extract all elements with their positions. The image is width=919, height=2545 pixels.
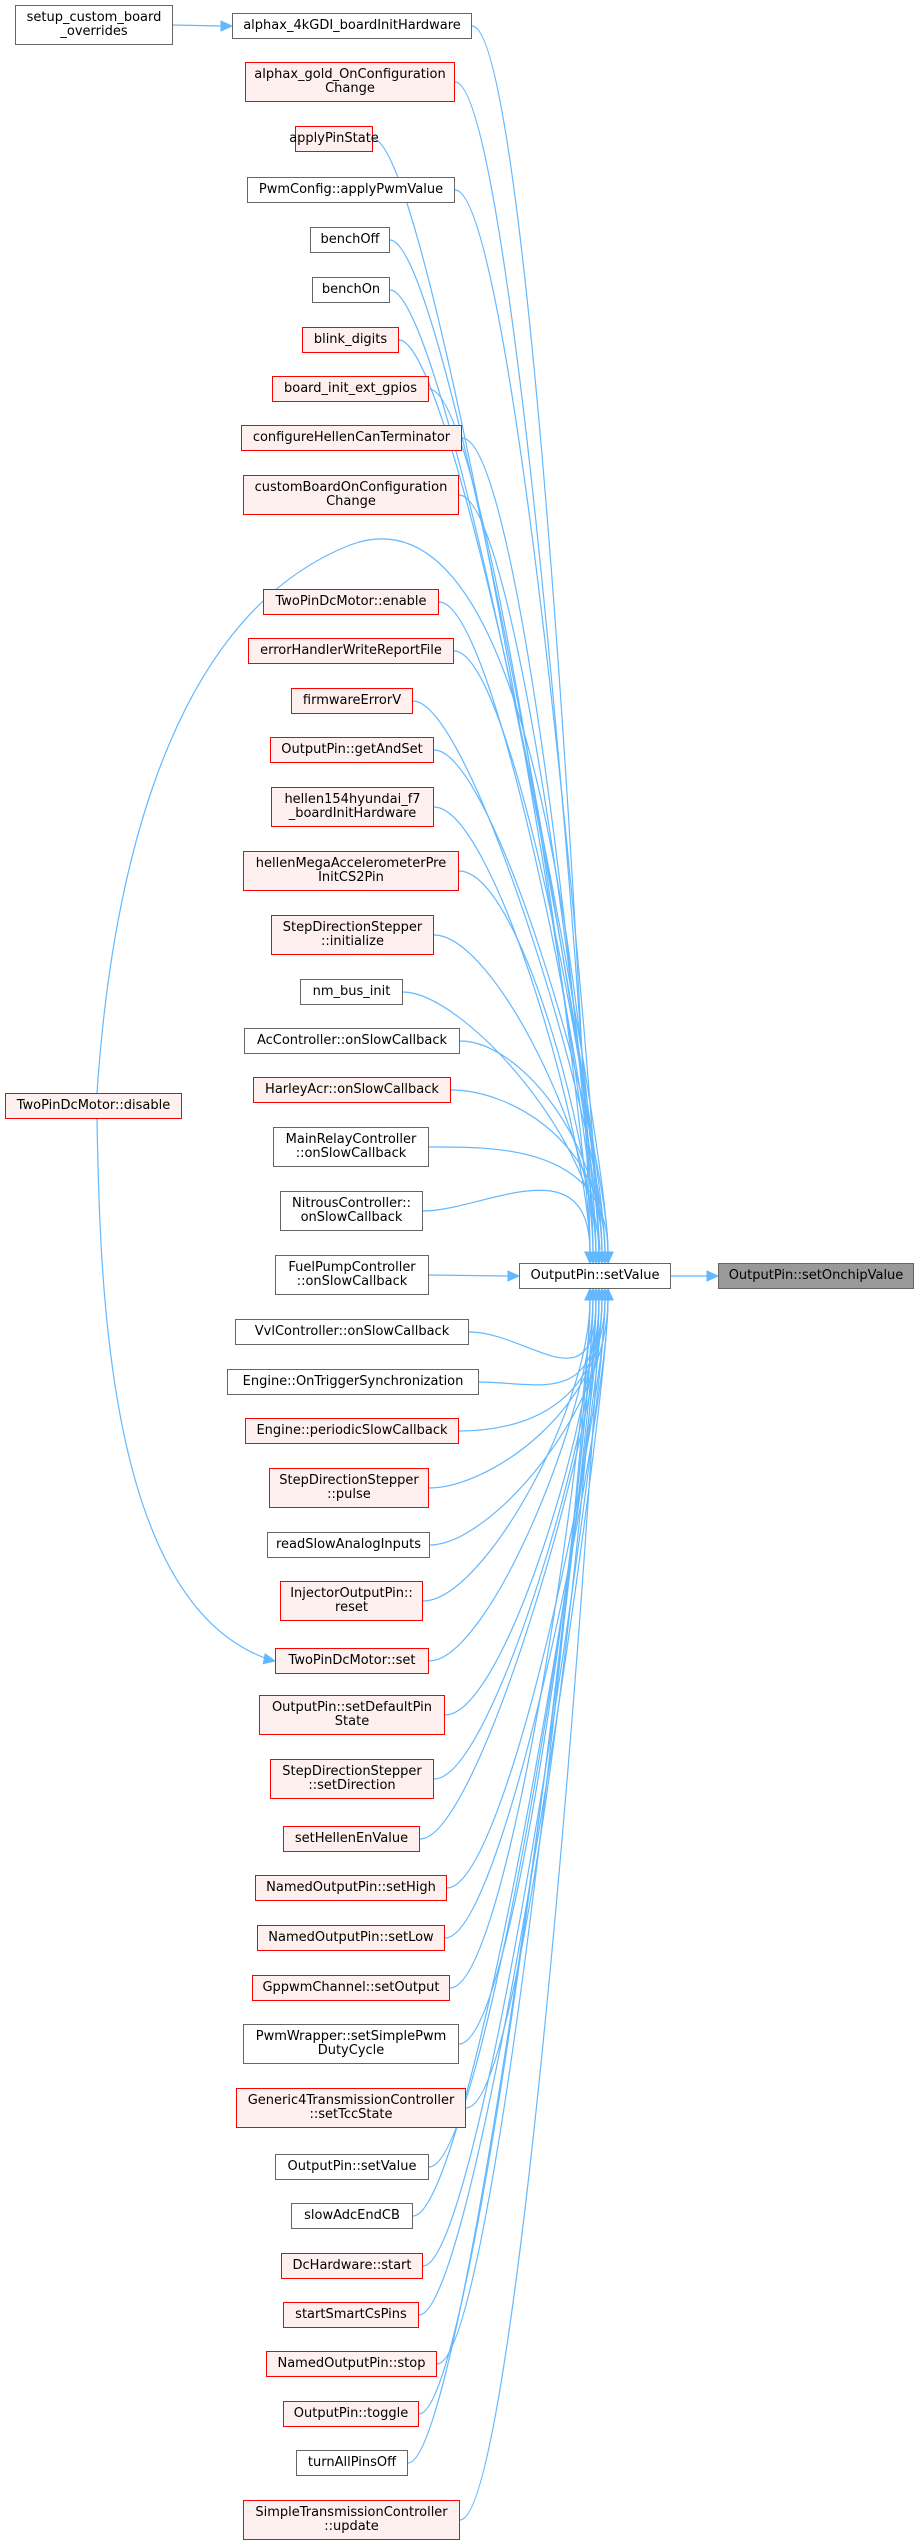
- caller-node[interactable]: alphax_gold_OnConfiguration Change: [245, 62, 455, 102]
- caller-node[interactable]: turnAllPinsOff: [296, 2450, 408, 2476]
- node-outputpin-setvalue-center[interactable]: OutputPin::setValue: [519, 1263, 671, 1289]
- caller-node[interactable]: board_init_ext_gpios: [272, 376, 429, 402]
- node-outputpin-setonchipvalue-target[interactable]: OutputPin::setOnchipValue: [718, 1263, 914, 1289]
- caller-node[interactable]: HarleyAcr::onSlowCallback: [253, 1077, 451, 1103]
- caller-edge: [458, 870, 594, 1254]
- caller-node[interactable]: OutputPin::setValue: [275, 2154, 429, 2180]
- caller-node[interactable]: StepDirectionStepper ::setDirection: [270, 1759, 434, 1799]
- caller-node[interactable]: NitrousController:: onSlowCallback: [280, 1191, 423, 1231]
- caller-node[interactable]: TwoPinDcMotor::enable: [263, 589, 439, 615]
- caller-edge: [450, 1089, 606, 1254]
- caller-edge: [461, 437, 594, 1254]
- caller-node[interactable]: StepDirectionStepper ::initialize: [271, 915, 434, 955]
- caller-edge: [465, 1298, 597, 2109]
- caller-edge: [459, 1298, 600, 2521]
- caller-edge: [428, 1146, 609, 1254]
- caller-node[interactable]: AcController::onSlowCallback: [244, 1028, 460, 1054]
- caller-edge: [428, 1298, 594, 1662]
- caller-node[interactable]: Engine::OnTriggerSynchronization: [227, 1369, 479, 1395]
- setup-edge: [172, 24, 222, 27]
- caller-edge: [471, 25, 591, 1254]
- caller-node[interactable]: setHellenEnValue: [283, 1826, 420, 1852]
- caller-node[interactable]: NamedOutputPin::stop: [266, 2351, 437, 2377]
- caller-node[interactable]: Engine::periodicSlowCallback: [245, 1418, 459, 1444]
- caller-edge: [412, 700, 606, 1254]
- caller-edge: [478, 1298, 600, 1386]
- caller-node[interactable]: DcHardware::start: [281, 2253, 423, 2279]
- edge-arrowhead: [220, 20, 234, 32]
- caller-node[interactable]: NamedOutputPin::setHigh: [255, 1875, 447, 1901]
- caller-edge: [402, 991, 600, 1254]
- caller-node[interactable]: StepDirectionStepper ::pulse: [269, 1468, 429, 1508]
- caller-node[interactable]: InjectorOutputPin:: reset: [280, 1581, 423, 1621]
- caller-edge: [407, 1298, 597, 2464]
- caller-edge: [438, 601, 600, 1254]
- edge-arrowhead: [602, 1287, 614, 1301]
- caller-node[interactable]: MainRelayController ::onSlowCallback: [273, 1127, 429, 1167]
- caller-edge: [433, 749, 609, 1254]
- edge-arrowhead: [593, 1287, 605, 1301]
- caller-edge: [428, 1274, 509, 1277]
- caller-node[interactable]: OutputPin::setDefaultPin State: [259, 1695, 445, 1735]
- caller-node[interactable]: GppwmChannel::setOutput: [252, 1975, 450, 2001]
- caller-edge: [412, 1298, 603, 2217]
- caller-node[interactable]: TwoPinDcMotor::set: [275, 1648, 429, 1674]
- caller-node[interactable]: PwmWrapper::setSimplePwm DutyCycle: [243, 2024, 459, 2064]
- caller-node[interactable]: OutputPin::getAndSet: [270, 737, 434, 763]
- disable-to-center-edge: [96, 538, 601, 1251]
- caller-node[interactable]: SimpleTransmissionController ::update: [243, 2500, 460, 2540]
- caller-node[interactable]: PwmConfig::applyPwmValue: [247, 177, 455, 203]
- caller-node[interactable]: configureHellenCanTerminator: [241, 425, 462, 451]
- caller-edge: [433, 806, 591, 1254]
- caller-edge: [449, 1298, 591, 1989]
- caller-node[interactable]: blink_digits: [302, 327, 399, 353]
- caller-node[interactable]: hellenMegaAccelerometerPre InitCS2Pin: [243, 851, 459, 891]
- caller-node[interactable]: VvlController::onSlowCallback: [235, 1319, 469, 1345]
- caller-node[interactable]: benchOn: [312, 277, 390, 303]
- caller-node[interactable]: alphax_4kGDI_boardInitHardware: [232, 13, 472, 39]
- caller-node[interactable]: readSlowAnalogInputs: [267, 1532, 430, 1558]
- caller-edge: [444, 1298, 597, 1716]
- edge-arrowhead: [507, 1270, 521, 1282]
- caller-edge: [418, 1298, 609, 2316]
- caller-edge: [458, 494, 597, 1254]
- caller-edge: [454, 81, 594, 1254]
- caller-node[interactable]: NamedOutputPin::setLow: [257, 1925, 445, 1951]
- caller-node[interactable]: customBoardOnConfiguration Change: [243, 475, 459, 515]
- caller-edge: [446, 1298, 606, 1889]
- caller-edge: [422, 1298, 606, 2267]
- node-setup-custom-board-overrides[interactable]: setup_custom_board _overrides: [15, 5, 173, 45]
- caller-node[interactable]: OutputPin::toggle: [283, 2401, 419, 2427]
- disable-to-set-edge: [96, 1118, 266, 1659]
- caller-node[interactable]: applyPinState: [289, 126, 379, 152]
- caller-edge: [422, 1298, 591, 1602]
- caller-edge: [398, 339, 609, 1254]
- edge-arrowhead: [602, 1251, 614, 1265]
- caller-node[interactable]: FuelPumpController ::onSlowCallback: [275, 1255, 429, 1295]
- caller-node[interactable]: slowAdcEndCB: [291, 2203, 413, 2229]
- edge-arrowhead: [584, 1251, 596, 1265]
- caller-node[interactable]: Generic4TransmissionController ::setTccS…: [236, 2088, 466, 2128]
- caller-edge: [459, 1040, 603, 1254]
- edge-arrowhead: [706, 1270, 720, 1282]
- caller-edge: [468, 1298, 597, 1359]
- caller-node[interactable]: benchOff: [310, 227, 390, 253]
- caller-node[interactable]: hellen154hyundai_f7 _boardInitHardware: [271, 787, 434, 827]
- edge-arrowhead: [262, 1653, 277, 1665]
- caller-node[interactable]: firmwareErrorV: [291, 688, 413, 714]
- node-twopindcmotor-disable[interactable]: TwoPinDcMotor::disable: [5, 1093, 182, 1119]
- caller-edge: [436, 1298, 591, 2365]
- caller-node[interactable]: errorHandlerWriteReportFile: [248, 638, 454, 664]
- caller-edge: [422, 1189, 591, 1254]
- caller-edge: [428, 388, 591, 1254]
- caller-node[interactable]: startSmartCsPins: [283, 2302, 419, 2328]
- caller-edge: [444, 1298, 609, 1939]
- caller-node[interactable]: nm_bus_init: [300, 979, 403, 1005]
